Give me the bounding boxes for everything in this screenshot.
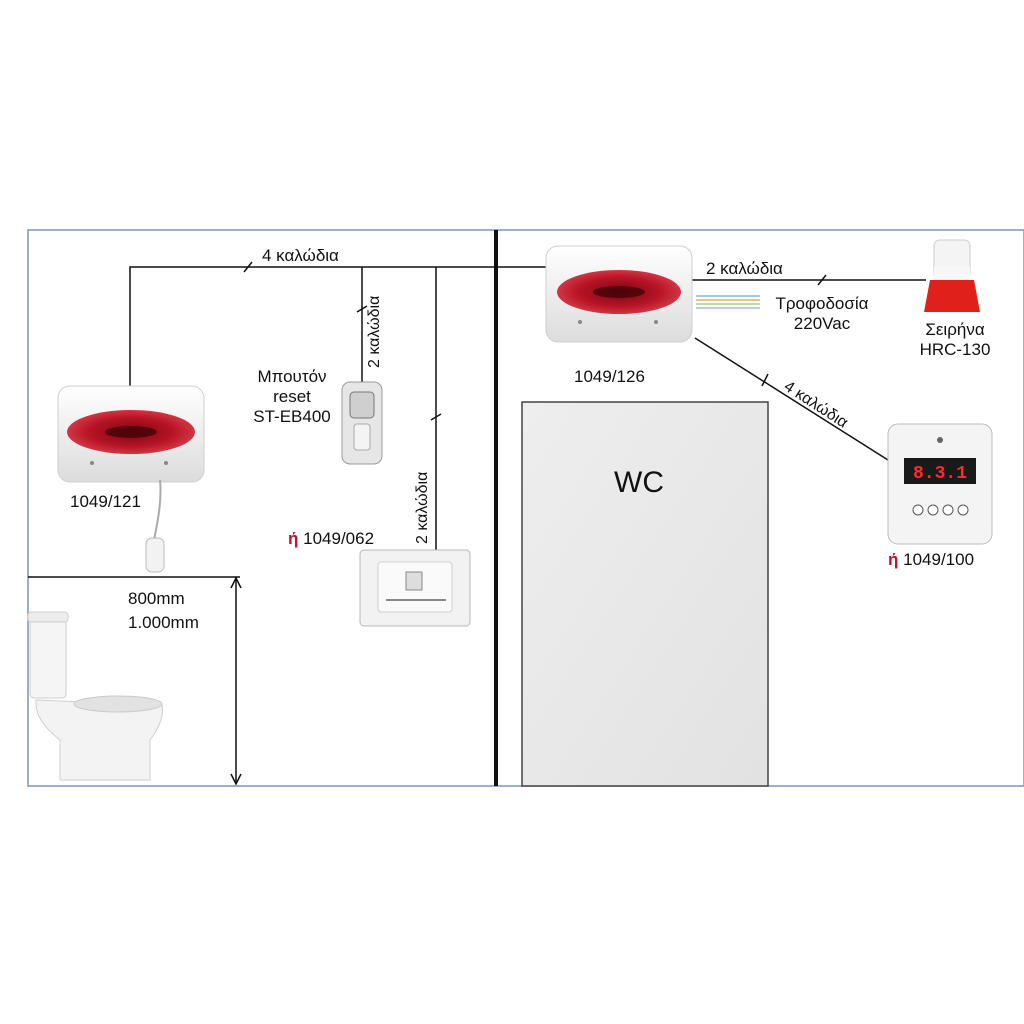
wire-label-siren: 2 καλώδια [706,259,783,278]
siren-line2: HRC-130 [919,340,991,359]
label-unit-126: 1049/126 [574,367,645,386]
alt-062-model: 1049/062 [303,529,375,548]
alt-062-device [359,549,471,627]
display-100-model: 1049/100 [903,550,975,569]
reset-model: ST-EB400 [253,407,331,426]
display-wire [694,337,889,461]
unit-126-device [545,245,693,343]
toilet-icon [27,611,163,781]
siren-line1: Σειρήνα [925,320,985,339]
main-wire [129,266,550,387]
wc-label: WC [614,466,664,499]
wc-door [521,401,769,787]
label-display-100: ή 1049/100 [888,550,974,570]
display-100-device [887,423,993,545]
label-siren: Σειρήνα HRC-130 [912,320,998,360]
label-reset-button: Μπουτόν reset ST-EB400 [250,367,334,427]
alt-or: ή [288,529,299,548]
reset-line1: Μπουτόν [257,367,327,386]
wire-label-alt: 2 καλώδια [414,471,431,544]
label-power: Τροφοδοσία 220Vac [766,294,878,334]
wire-label-reset: 2 καλώδια [366,295,383,368]
power-line2: 220Vac [793,314,851,333]
display-digits: 8.3.1 [913,464,967,484]
display-or: ή [888,550,899,569]
label-alt-062: ή 1049/062 [288,529,374,549]
reset-button-device [341,381,383,465]
label-unit-121: 1049/121 [70,492,141,511]
siren-device [924,239,980,312]
wire-label-main: 4 καλώδια [262,246,339,265]
height-1000: 1.000mm [128,613,199,632]
reset-line2: reset [273,387,311,406]
height-800: 800mm [128,589,185,608]
unit-121-device [57,385,205,573]
power-line1: Τροφοδοσία [775,294,869,313]
power-lines [696,295,760,309]
height-dimension [28,576,242,786]
